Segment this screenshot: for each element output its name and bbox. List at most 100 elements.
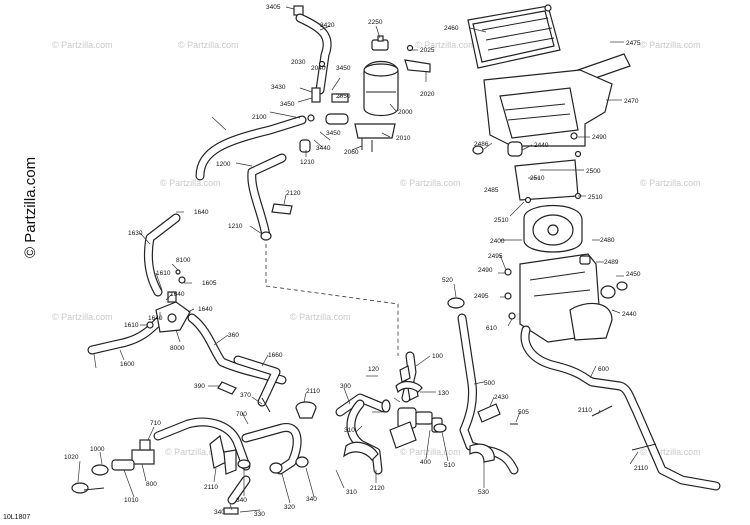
callout-label: 1020 [64,454,79,461]
callout-label: 1660 [268,352,283,359]
callout-label: 1600 [120,361,135,368]
callout-label: 2120 [370,485,385,492]
callout-label: 2490 [592,134,607,141]
callout-label: 2470 [624,98,639,105]
callout-label: 3450 [280,101,295,108]
callout-label: 2030 [291,59,306,66]
callout-label: 1640 [170,291,185,298]
tie-2110b [631,443,657,451]
callout-label: 120 [368,366,379,373]
callout-label: 390 [194,383,205,390]
callout-label: 1210 [300,159,315,166]
watermark-text: © Partzilla.com [415,40,476,50]
callout-label: 2495 [474,293,489,300]
callout-label: 100 [432,353,443,360]
callout-label: 130 [438,390,449,397]
callout-label: 500 [484,380,495,387]
callout-label: 2110 [306,388,320,395]
cooling-fan [472,141,583,253]
watermark-text: © Partzilla.com [400,447,461,457]
callout-label: 2500 [586,168,601,175]
callout-label: 1000 [90,446,105,453]
callout-label: 700 [236,411,247,418]
tie-2110 [591,405,613,417]
callout-label: 8100 [176,257,191,264]
watermark-text: © Partzilla.com [165,447,226,457]
callout-label: 2120 [286,190,301,197]
figure-code: 10L1807 [3,514,31,521]
callout-label: 2110 [578,407,592,414]
callout-label: 1605 [202,280,217,287]
callout-label: 2110 [634,465,648,472]
thermostat-housing [381,399,443,449]
callout-label: 2440 [622,311,637,318]
watermark-text: © Partzilla.com [640,447,701,457]
callout-label: 310 [344,427,355,434]
watermark-text: © Partzilla.com [52,312,113,322]
hose-600 [520,325,721,491]
callout-label: 340 [306,496,317,503]
callout-label: 2050 [336,93,351,100]
callout-label: 2495 [488,253,503,260]
callout-label: 2460 [444,25,459,32]
callout-label: 2510 [530,175,545,182]
callout-label: 1630 [128,230,143,237]
callout-label: 2020 [420,91,435,98]
callout-label: 2430 [494,394,509,401]
callout-label: 330 [254,511,265,518]
callout-label: 2490 [478,267,493,274]
callout-label: 1010 [124,497,139,504]
callout-label: 1610 [156,270,171,277]
callout-label: 2489 [604,259,619,266]
callout-label: 2480 [600,237,615,244]
bracket-part [404,59,431,73]
callout-label: 2060 [344,149,359,156]
radiator [467,4,561,69]
watermark-text: © Partzilla.com [640,178,701,188]
callout-label: 520 [442,277,453,284]
callout-label: 300 [340,383,351,390]
callout-label: 2450 [626,271,641,278]
callout-label: 3405 [266,4,281,11]
callout-label: 8000 [170,345,185,352]
callout-label: 340 [236,497,247,504]
watermark-text: © Partzilla.com [178,40,239,50]
callout-label: 1640 [194,209,209,216]
callout-label: 2110 [204,484,218,491]
callout-label: 2440 [534,142,549,149]
reservoir-assembly [293,5,431,153]
callout-label: 510 [444,462,455,469]
callout-label: 1610 [124,322,139,329]
callout-label: 2025 [420,47,435,54]
callout-label: 1200 [216,161,231,168]
callout-label: 310 [346,489,357,496]
callout-label: 610 [486,325,497,332]
callout-label: 400 [420,459,431,466]
callout-label: 2250 [368,19,383,26]
leader-lines [77,6,639,513]
callout-label: 320 [284,504,295,511]
callout-label: 2475 [626,40,641,47]
callout-label: 3420 [320,22,335,29]
callout-label: 2010 [396,135,411,142]
watermark-text: © Partzilla.com [640,40,701,50]
callout-label: 3440 [316,145,331,152]
callout-label: 3450 [336,65,351,72]
callout-label: 370 [240,392,251,399]
clamp-2120 [271,203,293,215]
callout-label: 2486 [474,141,489,148]
callout-label: 710 [150,420,161,427]
callout-label: 340 [214,509,225,516]
connection-line [265,244,399,356]
callout-label: 3450 [326,130,341,137]
callout-label: 360 [228,332,239,339]
callout-label: 1210 [228,223,243,230]
callout-label: 1640 [198,306,213,313]
callout-label: 600 [598,366,609,373]
callout-label: 2000 [398,109,413,116]
watermark-text: © Partzilla.com [160,178,221,188]
callout-label: 1640 [148,315,163,322]
t-fitting-800 [71,439,239,515]
callout-label: 2510 [588,194,603,201]
